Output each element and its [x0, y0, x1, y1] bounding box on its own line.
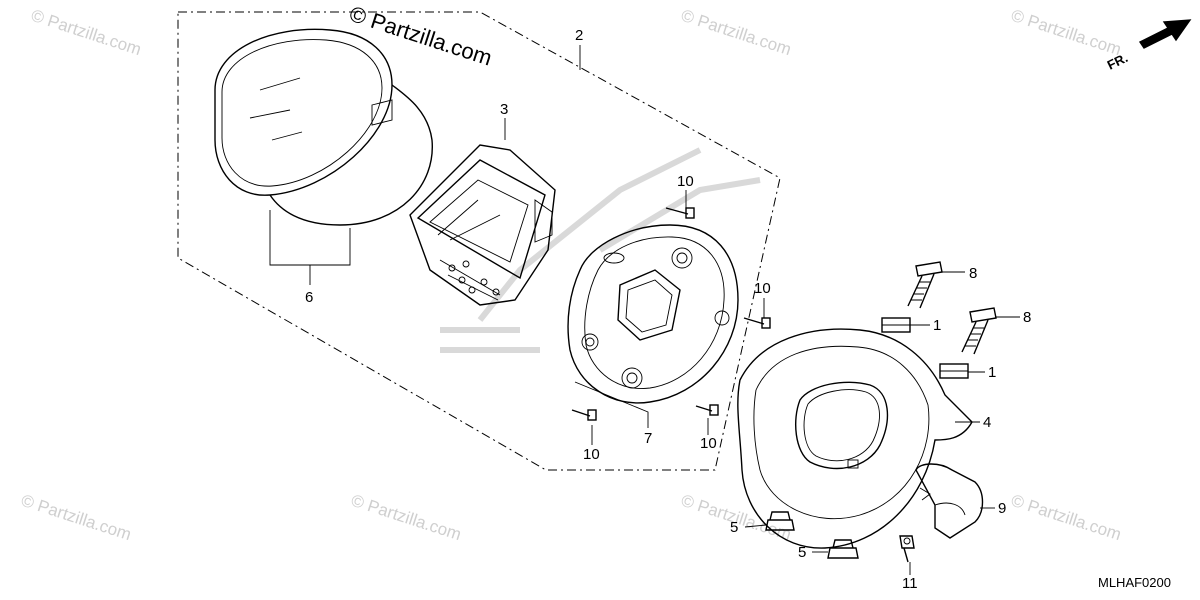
callout-5: 5	[730, 519, 738, 536]
background-logo	[440, 147, 761, 353]
clamp	[915, 463, 984, 539]
callout-1: 1	[988, 364, 996, 381]
watermark: © Partzilla.com	[679, 491, 794, 544]
grommet-set	[881, 317, 969, 379]
callout-10: 10	[700, 435, 717, 452]
callout-8: 8	[969, 265, 977, 282]
callout-4: 4	[983, 414, 991, 431]
callout-3: 3	[500, 101, 508, 118]
bolt	[961, 307, 997, 355]
watermark: © Partzilla.com	[1009, 491, 1124, 544]
callout-10: 10	[677, 173, 694, 190]
callout-8: 8	[1023, 309, 1031, 326]
assembly-boundary	[177, 11, 781, 471]
callout-10: 10	[583, 446, 600, 463]
callout-5: 5	[798, 544, 806, 561]
brand-label: © Partzilla.com	[346, 1, 495, 71]
leader-lines	[269, 45, 1020, 575]
screw	[665, 207, 695, 219]
rear-case	[567, 224, 739, 404]
watermark-layer: © Partzilla.com © Partzilla.com © Partzi…	[19, 6, 1124, 544]
callout-9: 9	[998, 500, 1006, 517]
callout-1: 1	[933, 317, 941, 334]
callout-6: 6	[305, 289, 313, 306]
diagram-code: MLHAF0200	[1098, 575, 1171, 590]
damper-set	[765, 511, 859, 559]
screw	[571, 409, 597, 421]
watermark: © Partzilla.com	[19, 491, 134, 544]
watermark: © Partzilla.com	[1009, 6, 1124, 59]
lens-ring	[214, 28, 433, 226]
callouts: 2 3 6 10 10 10 10 7 8 8 1 1 4 9 5 5 11	[305, 27, 1031, 592]
watermark: © Partzilla.com	[349, 491, 464, 544]
bolt	[907, 261, 943, 309]
grommet	[881, 317, 911, 333]
callout-2: 2	[575, 27, 583, 44]
meter-cover	[737, 328, 973, 549]
callout-11: 11	[902, 575, 918, 592]
watermark: © Partzilla.com	[679, 6, 794, 59]
gauge-unit	[409, 144, 556, 306]
watermark: © Partzilla.com	[29, 6, 144, 59]
callout-7: 7	[644, 430, 652, 447]
screw	[743, 317, 771, 329]
screw-set	[571, 207, 771, 421]
grommet	[939, 363, 969, 379]
screw	[695, 404, 719, 416]
small-screw	[899, 535, 915, 563]
damper	[765, 511, 795, 531]
damper	[827, 539, 859, 559]
bolt-set	[907, 261, 997, 355]
callout-10: 10	[754, 280, 771, 297]
